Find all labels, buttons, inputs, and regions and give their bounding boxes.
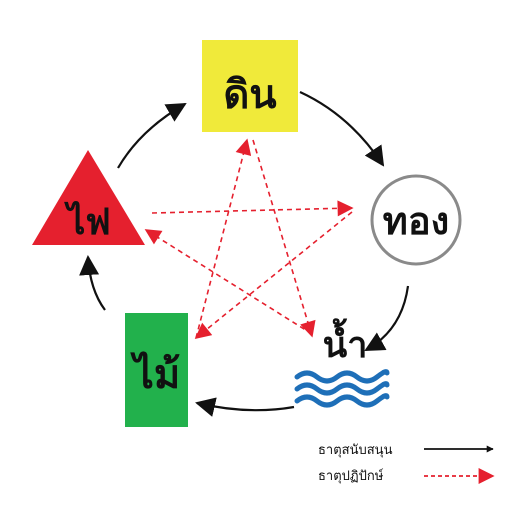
water-node: น้ำ	[294, 318, 390, 408]
wood-node: ไม้	[125, 313, 188, 427]
metal-label: ทอง	[383, 199, 449, 243]
arrow-fire-to-metal	[151, 200, 354, 217]
earth-node: ดิน	[202, 40, 298, 132]
fire-node: ไฟ	[32, 150, 145, 245]
wood-rect	[125, 313, 188, 427]
arrow-fire-to-earth	[117, 102, 187, 169]
earth-square	[202, 40, 298, 132]
overcoming-cycle	[144, 138, 354, 340]
water-waves-icon	[294, 369, 390, 408]
legend-generating-label: ธาตุสนับสนุน	[318, 443, 393, 458]
legend-overcoming-label: ธาตุปฏิปักษ์	[318, 468, 384, 484]
arrow-water-to-fire	[144, 229, 313, 335]
generating-cycle	[79, 91, 410, 417]
fire-triangle	[32, 150, 145, 245]
arrow-metal-to-wood	[194, 211, 353, 340]
arrow-metal-to-water	[364, 285, 410, 351]
earth-label: ดิน	[223, 72, 276, 118]
arrow-earth-to-metal	[299, 91, 385, 167]
legend: ธาตุสนับสนุน ธาตุปฏิปักษ์	[318, 443, 495, 484]
water-label: น้ำ	[323, 318, 368, 366]
arrow-water-to-wood	[195, 397, 295, 417]
fire-label: ไฟ	[63, 200, 111, 243]
wood-label: ไม้	[130, 351, 180, 398]
arrow-wood-to-earth	[195, 138, 252, 339]
arrow-earth-to-water	[252, 139, 316, 338]
arrow-wood-to-fire	[79, 255, 106, 311]
metal-node: ทอง	[370, 174, 462, 266]
metal-circle	[370, 174, 462, 266]
